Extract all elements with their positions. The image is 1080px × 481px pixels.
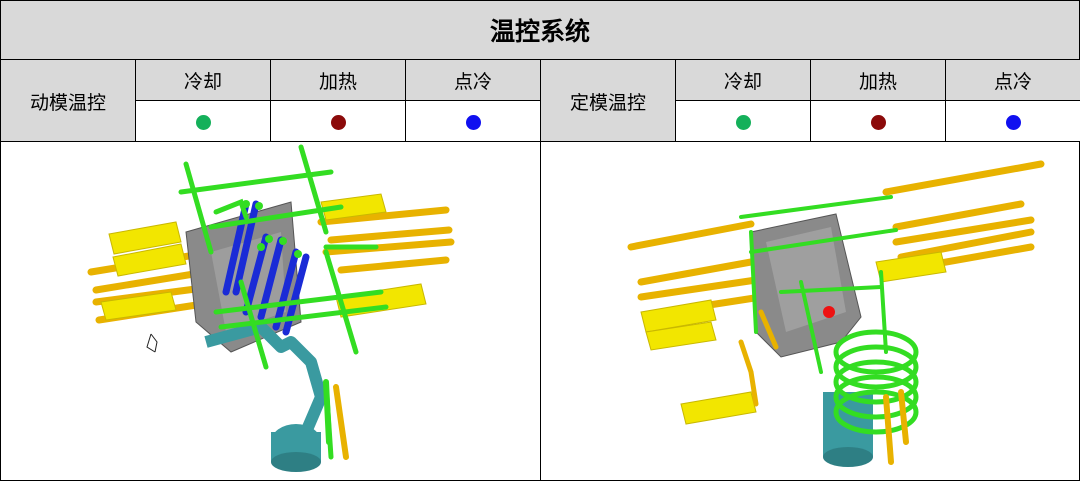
runner-channel: [204, 321, 327, 472]
page-title: 温控系统: [0, 0, 1080, 60]
cooling-coil: [833, 329, 919, 435]
connector-fittings: [640, 251, 947, 425]
connector-fittings: [100, 193, 427, 321]
moving-spot-cooling-header: 点冷: [405, 59, 541, 101]
pipe-end-caps: [242, 200, 302, 258]
moving-spot-cooling-dot: [465, 114, 481, 130]
fixed-mold-illustration: [627, 160, 1045, 467]
sprue-fitting: [323, 379, 349, 460]
moving-heating-dot: [330, 114, 346, 130]
fixed-spot-cooling-dot: [1005, 114, 1021, 130]
moving-cooling-dot: [195, 114, 211, 130]
moving-mold-illustration: [87, 144, 455, 472]
heating-point: [823, 306, 835, 318]
moving-cooling-header: 冷却: [135, 59, 271, 101]
moving-mold-render-panel: [0, 141, 541, 481]
fixed-mold-render-panel: [540, 141, 1080, 481]
view-orientation-icon: [146, 333, 158, 353]
fixed-cooling-dot: [735, 114, 751, 130]
fixed-mold-label: 定模温控: [540, 59, 676, 143]
moving-heating-header: 加热: [270, 59, 406, 101]
fixed-heating-dot: [870, 114, 886, 130]
cooling-pipes: [178, 144, 389, 460]
legend-table: 动模温控 冷却 加热 点冷 定模温控 冷却 加热 点冷: [0, 59, 1080, 143]
fixed-spot-cooling-header: 点冷: [945, 59, 1080, 101]
sprue-fitting: [883, 389, 909, 465]
fixed-cooling-header: 冷却: [675, 59, 811, 101]
cooling-pipes: [739, 195, 898, 374]
fixed-heating-header: 加热: [810, 59, 946, 101]
moving-mold-label: 动模温控: [0, 59, 136, 143]
